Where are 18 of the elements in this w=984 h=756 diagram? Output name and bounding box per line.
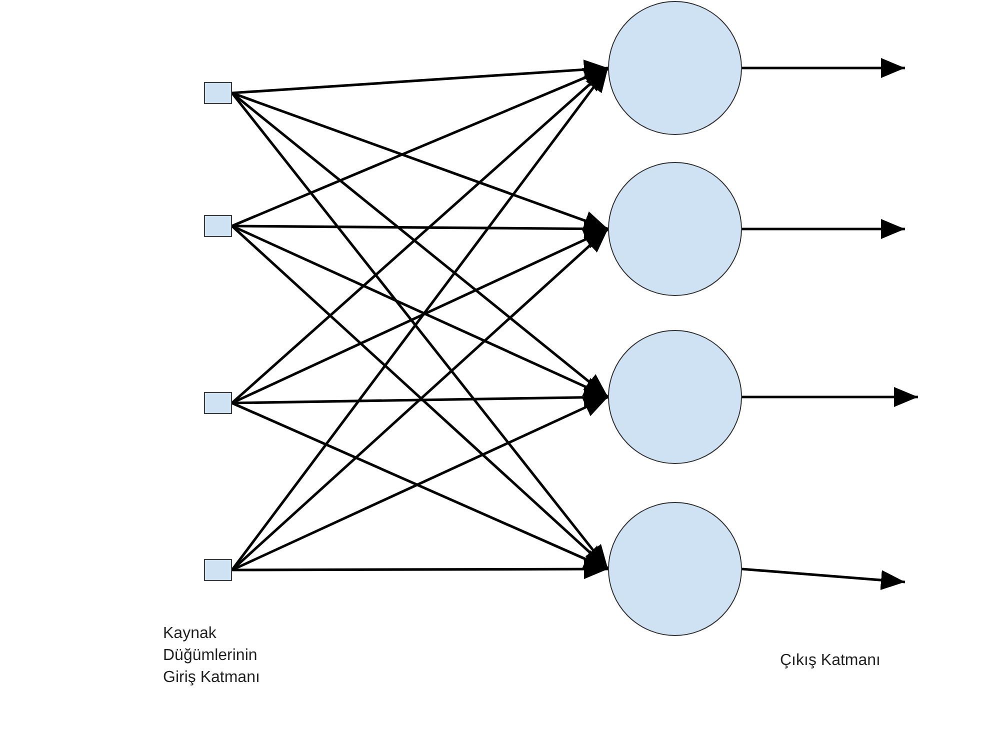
neuron-circle — [608, 330, 742, 464]
arrow — [742, 387, 918, 407]
input-square — [204, 82, 232, 104]
arrow — [742, 568, 906, 590]
input-square — [204, 215, 232, 237]
layer-label: Çıkış Katmanı — [780, 651, 882, 671]
neuron-circle — [608, 502, 742, 636]
input-square — [204, 559, 232, 581]
arrow — [232, 60, 608, 94]
arrow — [232, 66, 608, 228]
arrow — [232, 559, 608, 580]
arrow — [742, 58, 905, 78]
neuron-circle — [608, 1, 742, 135]
input-square — [204, 392, 232, 414]
arrow — [232, 92, 608, 230]
layer-label: Kaynak Düğümlerinin Giriş Katmanı — [163, 624, 261, 688]
neuron-circle — [608, 162, 742, 296]
arrow — [742, 219, 905, 239]
